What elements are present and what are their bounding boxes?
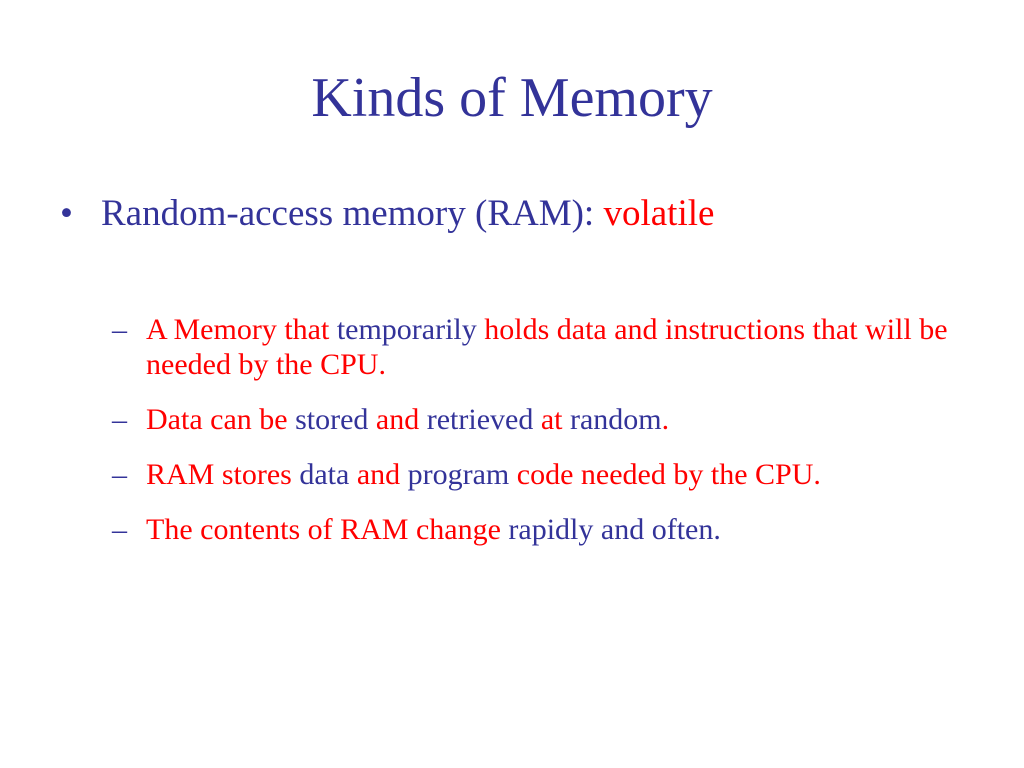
text-segment: RAM stores	[146, 458, 300, 491]
text-segment: A Memory that	[146, 313, 337, 346]
sub-bullet-item: –The contents of RAM change rapidly and …	[112, 512, 972, 547]
text-segment: random	[570, 403, 662, 436]
text-segment: .	[661, 403, 670, 436]
slide-title: Kinds of Memory	[311, 67, 713, 129]
bullet-marker: •	[60, 193, 73, 234]
sub-bullet-list: –A Memory that temporarily holds data an…	[112, 312, 972, 567]
text-segment: at	[540, 403, 570, 436]
bullet-text: Random-access memory (RAM):	[101, 193, 604, 234]
text-segment: and	[375, 403, 427, 436]
text-segment: retrieved	[426, 403, 541, 436]
sub-bullet-marker: –	[112, 458, 127, 491]
sub-bullet-text: RAM stores data and program code needed …	[146, 458, 821, 491]
bullet-text-line: Random-access memory (RAM): volatile	[101, 190, 714, 238]
text-segment: and	[356, 458, 408, 491]
bullet-emphasis: volatile	[603, 193, 715, 234]
sub-bullet-marker: –	[112, 403, 127, 436]
text-segment: stored	[295, 403, 376, 436]
sub-bullet-item: –RAM stores data and program code needed…	[112, 457, 972, 492]
sub-bullet-text: A Memory that temporarily holds data and…	[146, 313, 948, 381]
text-segment: Data can be	[146, 403, 296, 436]
sub-bullet-marker: –	[112, 513, 127, 546]
text-segment: The contents of RAM change	[146, 513, 509, 546]
text-segment: program	[407, 458, 517, 491]
sub-bullet-marker: –	[112, 313, 127, 346]
text-segment: holds data and instructions that will be…	[146, 313, 948, 381]
sub-bullet-item: –A Memory that temporarily holds data an…	[112, 312, 972, 382]
sub-bullet-text: The contents of RAM change rapidly and o…	[146, 513, 721, 546]
sub-bullet-text: Data can be stored and retrieved at rand…	[146, 403, 669, 436]
sub-bullet-item: –Data can be stored and retrieved at ran…	[112, 402, 972, 437]
text-segment: data	[299, 458, 357, 491]
text-segment: temporarily	[336, 313, 485, 346]
text-segment: code needed by the CPU.	[516, 458, 821, 491]
text-segment: rapidly and often.	[508, 513, 721, 546]
